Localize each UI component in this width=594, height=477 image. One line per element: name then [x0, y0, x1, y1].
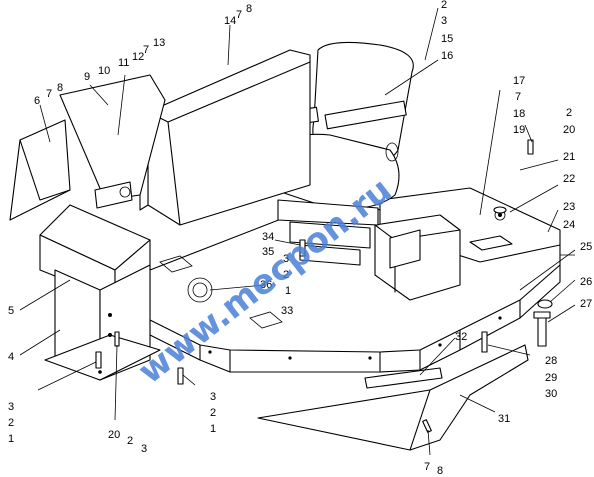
- callout-2-b: 2: [566, 107, 572, 119]
- callout-5: 5: [8, 305, 14, 317]
- callout-16: 16: [441, 50, 453, 62]
- callout-7-b: 7: [143, 44, 149, 56]
- bolt-c: [299, 239, 306, 257]
- callout-33: 33: [281, 305, 293, 317]
- callout-22: 22: [563, 173, 575, 185]
- callout-8: 8: [57, 82, 63, 94]
- callout-10: 10: [98, 65, 110, 77]
- left-guard: [9, 119, 71, 221]
- callout-13: 13: [153, 37, 165, 49]
- callout-2-e: 2: [127, 435, 133, 447]
- callout-9: 9: [84, 71, 90, 83]
- callout-19: 19: [513, 124, 525, 136]
- callout-24: 24: [563, 219, 575, 231]
- callout-29: 29: [545, 372, 557, 384]
- callout-30: 30: [545, 388, 557, 400]
- callout-7-e: 7: [424, 461, 430, 473]
- callout-32: 32: [455, 331, 467, 343]
- callout-8-b: 8: [246, 3, 252, 15]
- callout-2: 2: [441, 0, 447, 11]
- callout-1: 1: [285, 285, 291, 297]
- callout-14: 14: [224, 15, 236, 27]
- callout-2-d: 2: [8, 417, 14, 429]
- callout-4: 4: [8, 351, 14, 363]
- bolt-20: [527, 139, 534, 155]
- callout-23: 23: [563, 201, 575, 213]
- callout-31: 31: [498, 413, 510, 425]
- operator-seat: [261, 41, 414, 266]
- callout-15: 15: [441, 33, 453, 45]
- callout-12: 12: [132, 51, 144, 63]
- bolt-a: [95, 351, 102, 369]
- callout-11: 11: [118, 57, 129, 69]
- leader-lines: [19, 7, 576, 456]
- callout-35: 35: [262, 246, 274, 258]
- rear-shroud: [139, 49, 311, 226]
- callout-3-e: 3: [210, 391, 216, 403]
- callout-3-b: 3: [283, 253, 289, 265]
- hardware: [95, 139, 553, 433]
- callout-labels: 6 7 8 9 10 11 12 7 13 14 7 8 2 3 15 16 1…: [8, 0, 592, 477]
- callout-28: 28: [545, 355, 557, 367]
- callout-20: 20: [563, 124, 575, 136]
- side-box: [374, 214, 461, 301]
- callout-3-d: 3: [141, 443, 147, 455]
- callout-2-c: 2: [283, 269, 289, 281]
- callout-25: 25: [580, 241, 592, 253]
- callout-27: 27: [580, 298, 592, 310]
- bolt-27: [533, 311, 551, 347]
- washer-22: [493, 206, 507, 214]
- callout-3-c: 3: [8, 401, 14, 413]
- callout-1-c: 1: [210, 423, 216, 435]
- callout-2-f: 2: [210, 407, 216, 419]
- callout-7-d: 7: [515, 91, 521, 103]
- callout-34: 34: [262, 231, 274, 243]
- callout-20-b: 20: [108, 429, 120, 441]
- callout-21: 21: [563, 151, 575, 163]
- washer-26: [537, 299, 553, 309]
- bolt-b: [177, 367, 184, 385]
- bolt-e: [481, 331, 488, 353]
- control-console: [39, 204, 161, 381]
- callout-8-c: 8: [437, 465, 443, 477]
- bolt-d: [114, 331, 120, 347]
- callout-36: 36: [260, 279, 272, 291]
- callout-18: 18: [513, 108, 525, 120]
- callout-3: 3: [441, 15, 447, 27]
- callout-6: 6: [34, 95, 40, 107]
- callout-17: 17: [513, 75, 525, 87]
- strap: [364, 367, 443, 389]
- callout-1-b: 1: [8, 433, 14, 445]
- step-bracket: [257, 344, 529, 451]
- hinged-panel: [59, 74, 166, 209]
- callout-26: 26: [580, 276, 592, 288]
- callout-7-c: 7: [236, 9, 242, 21]
- callout-7: 7: [46, 88, 52, 100]
- bolt-f: [422, 419, 432, 433]
